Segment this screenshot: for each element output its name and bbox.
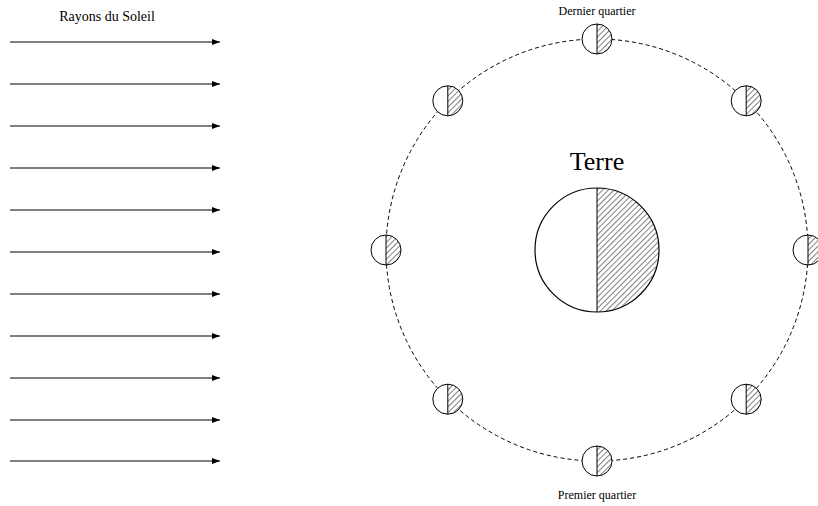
earth-node: Terre	[537, 148, 657, 177]
phase-label: Dernier quartier	[559, 5, 636, 18]
earth-disc	[535, 188, 659, 312]
moon	[433, 86, 463, 116]
sun-ray	[10, 461, 220, 462]
moon	[582, 446, 612, 476]
moon	[793, 235, 818, 265]
rays-label: Rayons du Soleil	[59, 9, 155, 24]
sun-ray	[10, 420, 220, 421]
sun-ray	[10, 168, 220, 169]
sun-ray	[10, 336, 220, 337]
moons	[371, 24, 818, 476]
orbit	[386, 39, 808, 461]
sun-ray	[10, 252, 220, 253]
moon	[731, 384, 761, 414]
sun-rays	[10, 42, 220, 461]
sun-ray	[10, 378, 220, 379]
phase-label: Premier quartier	[558, 489, 636, 502]
moon	[582, 24, 612, 54]
sun-ray	[10, 42, 220, 43]
sun-ray	[10, 210, 220, 211]
sun-ray	[10, 84, 220, 85]
sun-ray	[10, 126, 220, 127]
moon	[433, 384, 463, 414]
earth-label: Terre	[537, 148, 657, 177]
moon	[731, 86, 761, 116]
sun-ray	[10, 294, 220, 295]
moon	[371, 235, 401, 265]
